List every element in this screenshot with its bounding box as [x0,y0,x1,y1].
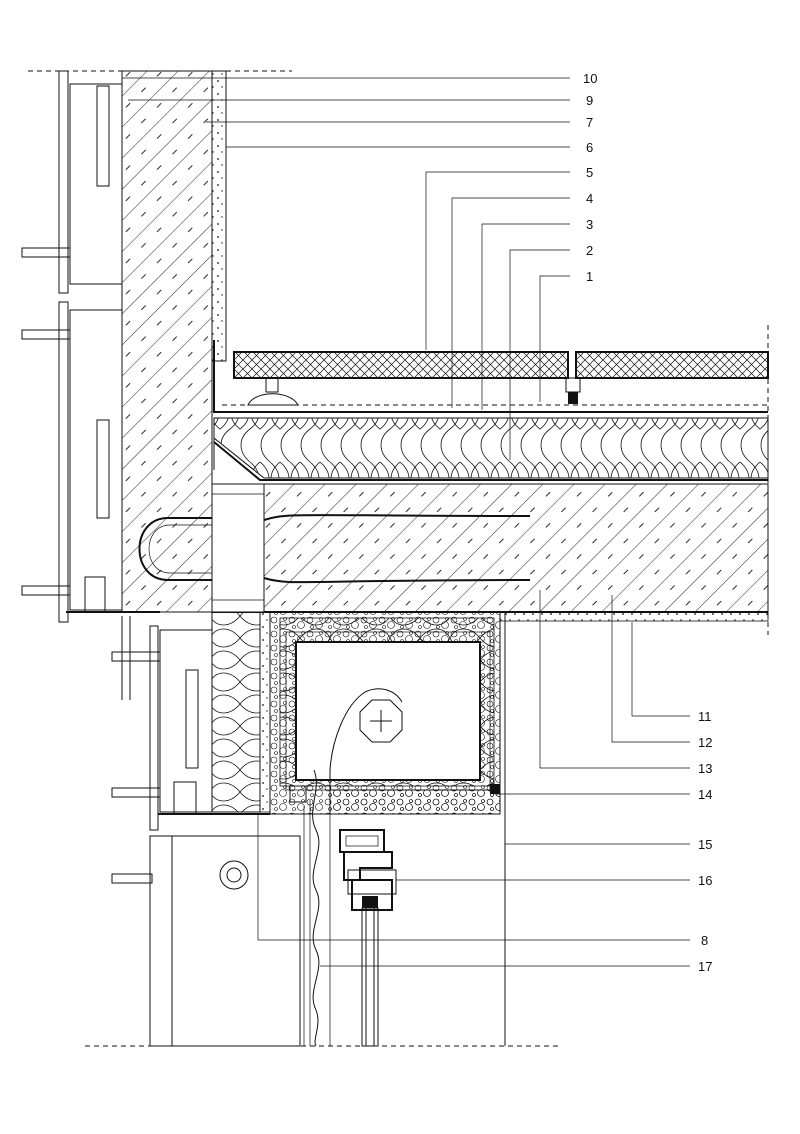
roof-membranes [213,340,768,481]
callout-6: 6 [586,140,593,155]
callout-16: 16 [698,873,712,888]
callout-4: 4 [586,191,593,206]
slab-pedestals [247,377,581,406]
callout-17: 17 [698,959,712,974]
callout-1: 1 [586,269,593,284]
plaster-layer [211,70,227,362]
thermal-break-element [211,483,265,613]
callout-13: 13 [698,761,712,776]
callout-11: 11 [698,709,712,724]
window-frame [339,829,397,911]
callout-9: 9 [586,93,593,108]
paving-slabs [233,351,769,379]
callout-labels: 10 9 7 6 5 4 3 2 1 11 12 13 14 15 16 8 1… [583,71,712,974]
window-glazing [361,907,379,1047]
cladding-panels-upper [58,70,160,623]
callout-7: 7 [586,115,593,130]
bracket-pins-lower [111,651,161,884]
callout-15: 15 [698,837,712,852]
lower-wall-insulation [211,611,271,813]
bracket-pins-upper [21,247,71,596]
roller-blind [303,688,403,1047]
callout-12: 12 [698,735,712,750]
cladding-panels-lower [121,616,301,1047]
callout-2: 2 [586,243,593,258]
callout-10: 10 [583,71,597,86]
callout-14: 14 [698,787,712,802]
roof-insulation [213,417,769,479]
rebar-loops [138,514,531,584]
callout-8: 8 [701,933,708,948]
upper-concrete-wall [121,70,213,613]
callout-5: 5 [586,165,593,180]
leader-lines [122,77,690,967]
roof-slab [211,483,769,613]
blind-box-housing [269,611,501,815]
callout-3: 3 [586,217,593,232]
